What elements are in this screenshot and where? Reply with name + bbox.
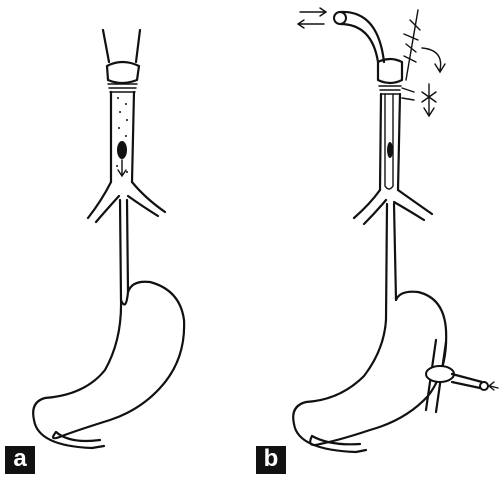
panel-b-gastrostomy-arrow: [489, 382, 498, 390]
panel-b-arrow-right: [300, 8, 326, 16]
panel-b-curved-arrow: [422, 48, 445, 72]
panel-b-catheter-opening: [334, 12, 346, 24]
panel-label-b: b: [256, 446, 286, 474]
panel-b-drawing: [293, 8, 498, 452]
panel-a-drawing: [33, 30, 184, 448]
panel-a-bolus: [117, 141, 127, 159]
panel-b-lower-esophagus: [386, 204, 396, 320]
panel-b-arrow-left: [298, 20, 324, 28]
panel-a-pharynx-outline: [103, 30, 140, 62]
panel-b-blocked-arrow: [422, 84, 436, 116]
panel-b-pharynx-outline: [378, 59, 402, 83]
panel-a-arrow-down: [118, 160, 126, 176]
panel-b-suture: [402, 10, 420, 100]
panel-b-stomach: [293, 292, 446, 452]
panel-a-upper-sphincter: [107, 62, 139, 83]
panel-b-inner-tube: [385, 94, 393, 189]
panel-b-gastrostomy-balloon: [426, 366, 454, 382]
panel-b-bolus: [387, 142, 393, 158]
panel-label-a: a: [5, 446, 35, 474]
panel-a-lower-esophagus: [120, 200, 128, 300]
panel-a-stomach: [33, 282, 184, 448]
panel-b-gastrostomy-port: [480, 382, 488, 390]
